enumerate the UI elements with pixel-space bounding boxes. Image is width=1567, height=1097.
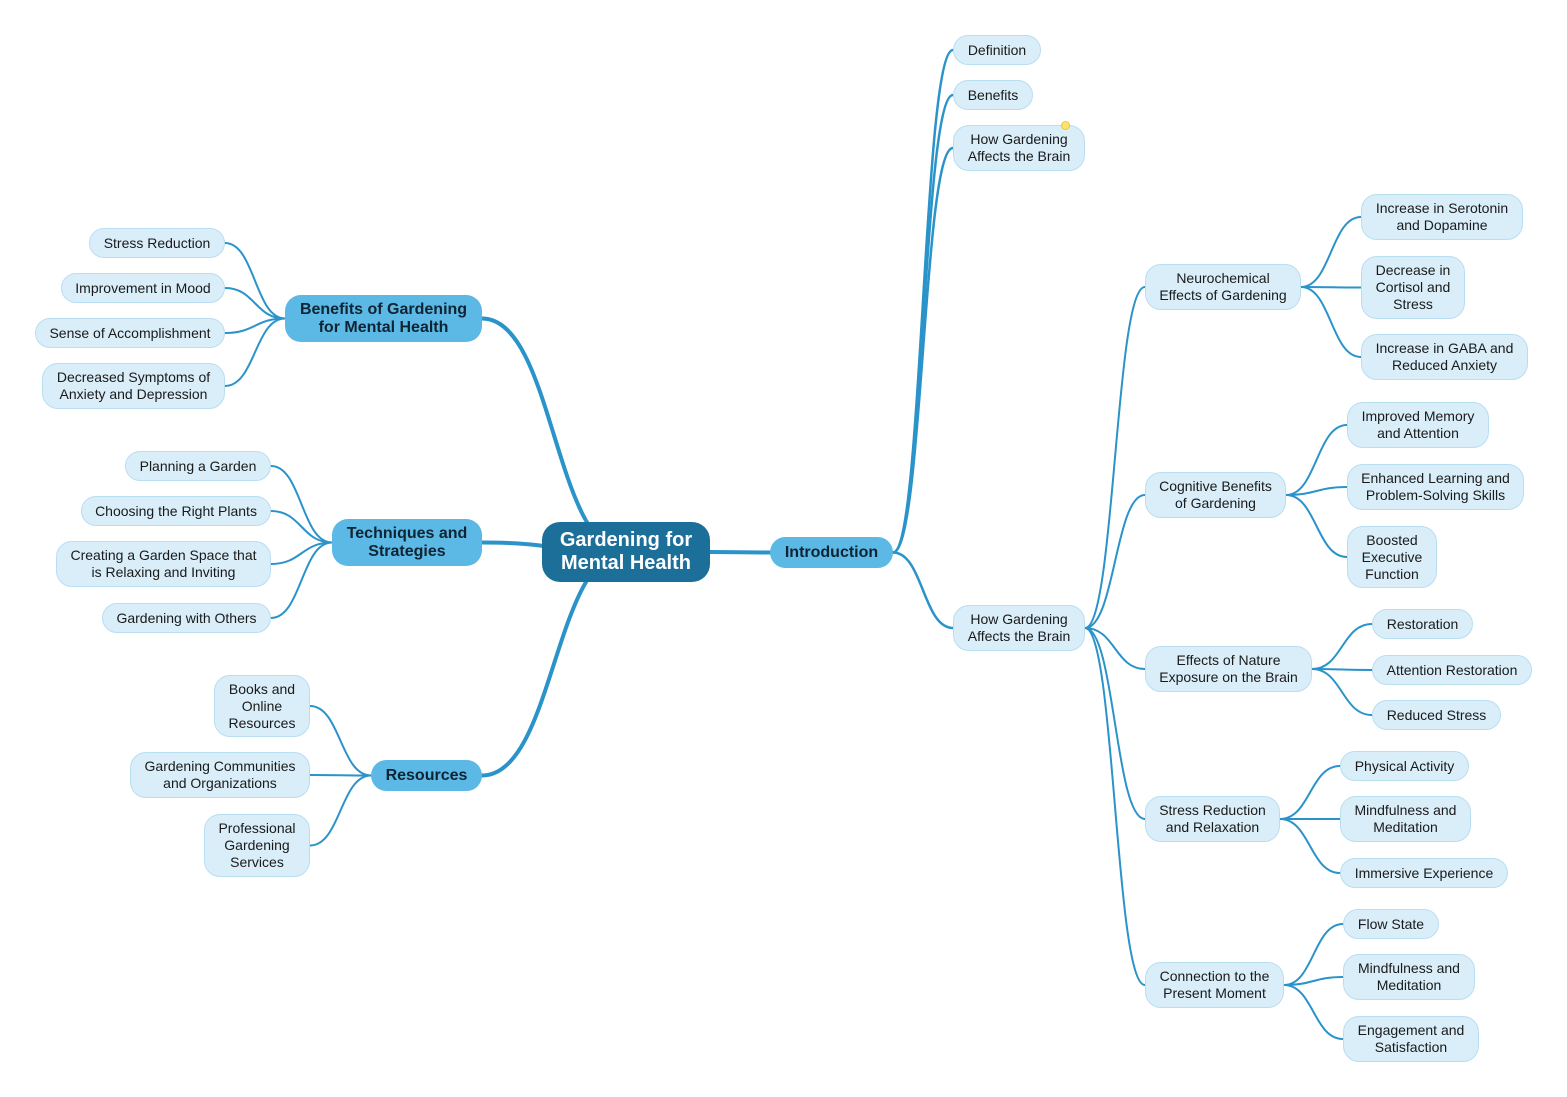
connector-line <box>1285 424 1348 496</box>
connector-line <box>224 242 286 320</box>
connector-line <box>309 774 372 777</box>
connector-line <box>1300 286 1362 289</box>
connector-line <box>891 146 955 554</box>
connector-line <box>1279 765 1341 820</box>
leaf-serotonin-dopamine[interactable]: Increase in Serotonin and Dopamine <box>1361 194 1523 240</box>
subtopic-present-moment[interactable]: Connection to the Present Moment <box>1145 962 1284 1008</box>
leaf-stress-reduction[interactable]: Stress Reduction <box>89 228 225 258</box>
leaf-engagement-satisfaction[interactable]: Engagement and Satisfaction <box>1343 1016 1479 1062</box>
leaf-decreased-symptoms[interactable]: Decreased Symptoms of Anxiety and Depres… <box>42 363 225 409</box>
leaf-planning-a-garden[interactable]: Planning a Garden <box>125 451 271 481</box>
connector-line <box>1084 627 1146 986</box>
subtopic-stress-reduction[interactable]: Stress Reduction and Relaxation <box>1145 796 1280 842</box>
leaf-flow-state[interactable]: Flow State <box>1343 909 1439 939</box>
connector-line <box>1300 216 1362 288</box>
connector-line <box>270 541 333 565</box>
connector-line <box>224 317 286 334</box>
connector-line <box>270 541 333 619</box>
connector-line <box>1084 286 1146 629</box>
subtopic-neurochemical-effects[interactable]: Neurochemical Effects of Gardening <box>1145 264 1301 310</box>
leaf-immersive-experience[interactable]: Immersive Experience <box>1340 858 1508 888</box>
connector-line <box>1283 923 1344 986</box>
branch-techniques[interactable]: Techniques and Strategies <box>332 519 482 566</box>
connector-line <box>1084 627 1146 820</box>
connector-line <box>1084 627 1146 670</box>
connector-line <box>891 48 955 554</box>
leaf-professional-services[interactable]: Professional Gardening Services <box>204 814 310 877</box>
leaf-definition[interactable]: Definition <box>953 35 1041 65</box>
leaf-attention-restoration[interactable]: Attention Restoration <box>1372 655 1532 685</box>
subtopic-cognitive-benefits[interactable]: Cognitive Benefits of Gardening <box>1145 472 1286 518</box>
subtopic-nature-exposure[interactable]: Effects of Nature Exposure on the Brain <box>1145 646 1312 692</box>
branch-benefits[interactable]: Benefits of Gardening for Mental Health <box>285 295 482 342</box>
leaf-choosing-right-plants[interactable]: Choosing the Right Plants <box>81 496 271 526</box>
leaf-gardening-with-others[interactable]: Gardening with Others <box>102 603 271 633</box>
leaf-mindfulness-meditation-1[interactable]: Mindfulness and Meditation <box>1340 796 1471 842</box>
connector-line <box>1283 976 1344 986</box>
leaf-reduced-stress[interactable]: Reduced Stress <box>1372 700 1501 730</box>
connector-line <box>1279 818 1341 874</box>
leaf-creating-garden-space[interactable]: Creating a Garden Space that is Relaxing… <box>56 541 271 587</box>
branch-introduction[interactable]: Introduction <box>770 537 893 568</box>
leaf-books-online-resources[interactable]: Books and Online Resources <box>214 675 310 737</box>
connector-line <box>1311 623 1373 670</box>
root-topic[interactable]: Gardening for Mental Health <box>542 522 710 582</box>
connector-line <box>1285 494 1348 558</box>
connector-line <box>1300 286 1362 358</box>
connector-line <box>224 287 286 320</box>
leaf-learning-problem-solving[interactable]: Enhanced Learning and Problem-Solving Sk… <box>1347 464 1524 510</box>
connector-line <box>1283 984 1344 1040</box>
connector-line <box>708 550 772 555</box>
leaf-restoration[interactable]: Restoration <box>1372 609 1473 639</box>
connector-line <box>1285 486 1348 496</box>
connector-line <box>480 316 628 554</box>
connector-line <box>1084 494 1146 629</box>
leaf-benefits[interactable]: Benefits <box>953 80 1033 110</box>
leaf-sense-of-accomplishment[interactable]: Sense of Accomplishment <box>35 318 225 348</box>
connector-line <box>224 317 286 387</box>
leaf-executive-function[interactable]: Boosted Executive Function <box>1347 526 1437 588</box>
leaf-cortisol-stress[interactable]: Decrease in Cortisol and Stress <box>1361 256 1465 319</box>
leaf-how-gardening-affects-brain-top[interactable]: How Gardening Affects the Brain <box>953 125 1085 171</box>
connector-line <box>480 550 628 778</box>
leaf-mindfulness-meditation-2[interactable]: Mindfulness and Meditation <box>1343 954 1475 1000</box>
connector-line <box>309 774 372 847</box>
marker-dot-icon <box>1061 121 1070 130</box>
connector-line <box>309 705 372 777</box>
connector-line <box>891 551 955 630</box>
connector-line <box>270 510 333 544</box>
leaf-memory-attention[interactable]: Improved Memory and Attention <box>1347 402 1489 448</box>
connector-line <box>270 465 333 544</box>
leaf-improvement-in-mood[interactable]: Improvement in Mood <box>61 273 225 303</box>
leaf-physical-activity[interactable]: Physical Activity <box>1340 751 1469 781</box>
leaf-gardening-communities[interactable]: Gardening Communities and Organizations <box>130 752 310 798</box>
subtopic-how-gardening-affects-brain[interactable]: How Gardening Affects the Brain <box>953 605 1085 651</box>
leaf-gaba-anxiety[interactable]: Increase in GABA and Reduced Anxiety <box>1361 334 1528 380</box>
branch-resources[interactable]: Resources <box>371 760 482 791</box>
connector-line <box>1311 668 1373 716</box>
